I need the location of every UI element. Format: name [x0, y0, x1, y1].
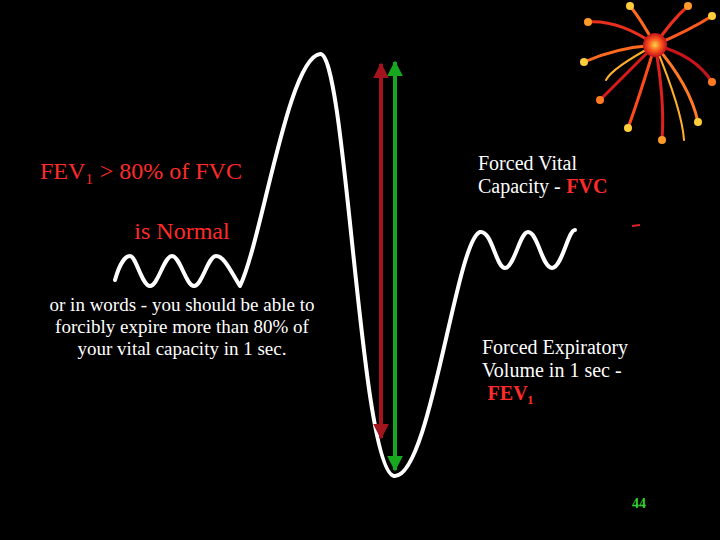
fev1-abbrev: FEV₁ [488, 382, 534, 404]
fev1-label: Forced Expiratory Volume in 1 sec - [482, 336, 628, 381]
ratio-statement: FEV₁ > 80% of FVC [40, 158, 242, 184]
slide-number: 44 [632, 496, 646, 511]
text-group: Forced Vital Capacity -FVC [478, 152, 648, 198]
text-group: Forced Expiratory Volume in 1 sec -FEV₁ [482, 336, 648, 405]
fvc-label: Forced Vital Capacity - [478, 152, 577, 197]
text-group: or in words - you should be able to forc… [36, 294, 328, 360]
ratio-verdict: is Normal [134, 218, 229, 244]
spirometry-trace [115, 54, 575, 476]
fvc-abbrev: FVC [566, 175, 607, 197]
firework-decoration [580, 2, 716, 144]
text-group: FEV₁ > 80% of FVC [40, 158, 280, 186]
fev1-arrow [393, 62, 397, 470]
fvc-arrow [379, 64, 383, 438]
explanation-note: or in words - you should be able to forc… [50, 294, 315, 359]
text-group: 44 [632, 494, 672, 512]
red-dash [632, 225, 640, 226]
text-group: is Normal [112, 218, 252, 246]
